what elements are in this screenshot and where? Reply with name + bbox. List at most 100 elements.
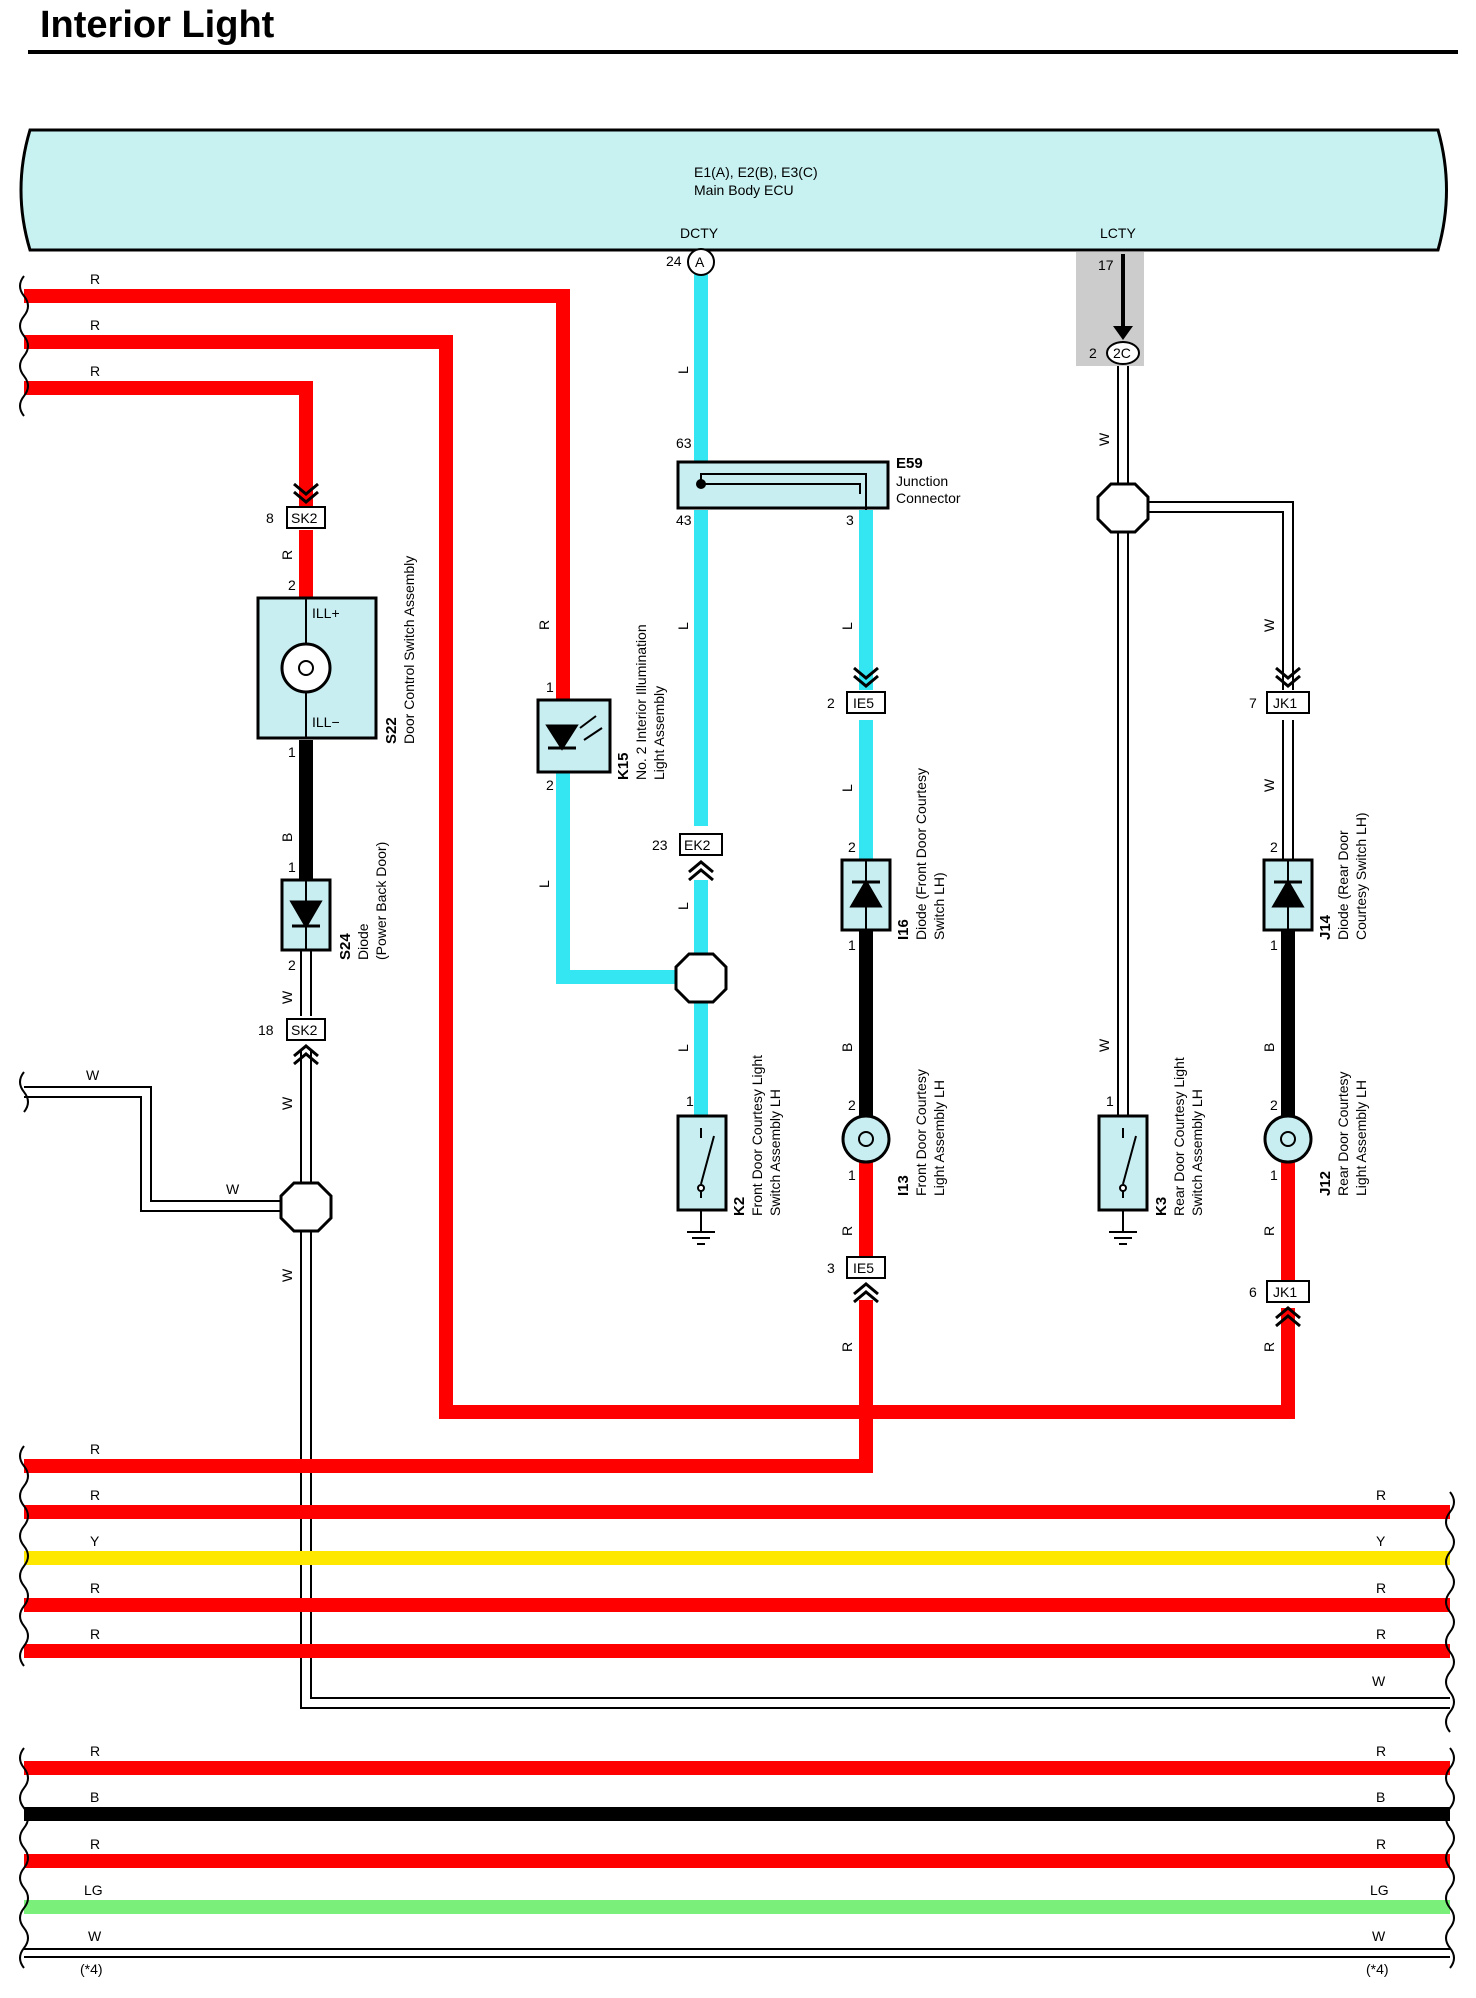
pin-6: 6 bbox=[1249, 1284, 1257, 1300]
component-j12 bbox=[1263, 1114, 1313, 1164]
wire-r-sk2 bbox=[24, 381, 313, 510]
ecu-terminal-dcty: DCTY bbox=[680, 225, 719, 241]
ecu-code: E1(A), E2(B), E3(C) bbox=[694, 164, 818, 180]
wire-r-k15 bbox=[24, 289, 570, 700]
ie5-arrow-bottom bbox=[853, 1282, 879, 1304]
pin-2-i13: 2 bbox=[848, 1097, 856, 1113]
k15-name2: Light Assembly bbox=[651, 686, 667, 780]
vlabel-l-e59: L bbox=[675, 622, 691, 630]
j12-name1: Rear Door Courtesy bbox=[1335, 1072, 1351, 1197]
pin-2-ie5: 2 bbox=[827, 695, 835, 711]
pin-1-s22: 1 bbox=[288, 744, 296, 760]
pin-1-k3: 1 bbox=[1106, 1093, 1114, 1109]
j14-name1: Diode (Rear Door bbox=[1335, 830, 1351, 940]
k3-name1: Rear Door Courtesy Light bbox=[1171, 1057, 1187, 1216]
bus-label-r-4-right: R bbox=[1376, 1743, 1386, 1759]
bus-label-w-left: W bbox=[88, 1928, 102, 1944]
s22-bulb-filament bbox=[298, 660, 314, 676]
connector-sk2-bottom-label: SK2 bbox=[291, 1022, 318, 1038]
bus-label-lg-left: LG bbox=[84, 1882, 103, 1898]
bus-label-r-2-left: R bbox=[90, 1580, 100, 1596]
page-title: Interior Light bbox=[40, 4, 275, 46]
bus-label-y-left: Y bbox=[90, 1533, 100, 1549]
vlabel-w-sk2: W bbox=[279, 1096, 295, 1110]
j12-code: J12 bbox=[1317, 1171, 1334, 1196]
pin-2-lcty: 2 bbox=[1089, 345, 1097, 361]
vlabel-r-k15: R bbox=[536, 620, 552, 630]
pin-17: 17 bbox=[1098, 257, 1114, 273]
vlabel-l-dcty: L bbox=[675, 366, 691, 374]
pin-3-e59: 3 bbox=[846, 512, 854, 528]
sk2-arrow-bottom bbox=[293, 1044, 319, 1066]
s22-ill-minus: ILL− bbox=[312, 714, 340, 730]
e59-name1: Junction bbox=[896, 473, 948, 489]
pin-2-j14: 2 bbox=[1270, 839, 1278, 855]
wire-w-jk1-inner bbox=[1145, 503, 1292, 690]
vlabel-b-j14: B bbox=[1261, 1043, 1277, 1052]
footnote-right: (*4) bbox=[1366, 1961, 1389, 1977]
connector-a-label: A bbox=[695, 254, 705, 270]
pin-1-j12: 1 bbox=[1270, 1167, 1278, 1183]
e59-name2: Connector bbox=[896, 490, 961, 506]
pin-43: 43 bbox=[676, 512, 692, 528]
vlabel-l-ek2: L bbox=[675, 902, 691, 910]
k2-switch-contact bbox=[697, 1184, 705, 1192]
bus-label-r-4-left: R bbox=[90, 1743, 100, 1759]
s22-bulb bbox=[280, 642, 332, 694]
i13-name1: Front Door Courtesy bbox=[913, 1069, 929, 1196]
connector-ie5-bottom-label: IE5 bbox=[853, 1260, 874, 1276]
vlabel-r-j12: R bbox=[1261, 1226, 1277, 1236]
connector-a bbox=[687, 248, 715, 276]
pin-1-k2: 1 bbox=[686, 1093, 694, 1109]
bus-label-r-3-left: R bbox=[90, 1626, 100, 1642]
vlabel-l-e59-3: L bbox=[839, 622, 855, 630]
k15-name1: No. 2 Interior Illumination bbox=[633, 624, 649, 780]
vlabel-w-j14: W bbox=[1261, 778, 1277, 792]
ecu-terminal-lcty: LCTY bbox=[1100, 225, 1136, 241]
vlabel-w-splice: W bbox=[279, 1268, 295, 1282]
vlabel-l-k15: L bbox=[536, 880, 552, 888]
e59-internal-2 bbox=[701, 483, 861, 494]
pin-1-i13: 1 bbox=[848, 1167, 856, 1183]
vlabel-l-k2: L bbox=[675, 1044, 691, 1052]
bus-label-b-right: B bbox=[1376, 1789, 1385, 1805]
vlabel-l-ie5: L bbox=[839, 784, 855, 792]
k2-name2: Switch Assembly LH bbox=[767, 1089, 783, 1216]
k3-code: K3 bbox=[1153, 1197, 1170, 1216]
wire-r-ie5-bottom bbox=[24, 1300, 873, 1473]
k2-ground-icon bbox=[687, 1210, 715, 1245]
connector-2c bbox=[1106, 341, 1140, 365]
k2-name1: Front Door Courtesy Light bbox=[749, 1055, 765, 1216]
bus-label-r-5-left: R bbox=[90, 1836, 100, 1852]
connector-ek2-label: EK2 bbox=[684, 837, 711, 853]
wire-w-splice-inner bbox=[302, 1050, 1450, 1707]
connector-ek2 bbox=[679, 833, 723, 856]
k2-code: K2 bbox=[731, 1197, 748, 1216]
vlabel-r-jk1: R bbox=[1261, 1342, 1277, 1352]
e59-code: E59 bbox=[896, 455, 923, 472]
i16-name1: Diode (Front Door Courtesy bbox=[913, 768, 929, 940]
vlabel-b-s22: B bbox=[279, 833, 295, 842]
splice-l bbox=[674, 952, 728, 1004]
bus-label-r-5-right: R bbox=[1376, 1836, 1386, 1852]
s24-code: S24 bbox=[337, 933, 354, 960]
jk1-arrow-bottom bbox=[1275, 1306, 1301, 1328]
connector-sk2-top bbox=[286, 506, 326, 529]
connector-jk1-bottom bbox=[1266, 1280, 1310, 1303]
s24-diode-icon bbox=[289, 900, 323, 929]
bus-label-b-left: B bbox=[90, 1789, 99, 1805]
wire-r-loop bbox=[24, 335, 1295, 1419]
component-k15 bbox=[536, 698, 612, 774]
j14-code: J14 bbox=[1317, 914, 1334, 940]
connector-ie5-top bbox=[846, 691, 886, 714]
s24-name1: Diode bbox=[355, 923, 371, 960]
pin-1-s24: 1 bbox=[288, 859, 296, 875]
bus-label-w-right: W bbox=[1372, 1673, 1386, 1689]
vlabel-r-ie5: R bbox=[839, 1342, 855, 1352]
connector-jk1-top-label: JK1 bbox=[1273, 695, 1297, 711]
bus-label-r-1-right: R bbox=[1376, 1487, 1386, 1503]
i13-code: I13 bbox=[895, 1175, 912, 1196]
k15-code: K15 bbox=[615, 752, 632, 780]
connector-ie5-bottom bbox=[846, 1256, 886, 1279]
